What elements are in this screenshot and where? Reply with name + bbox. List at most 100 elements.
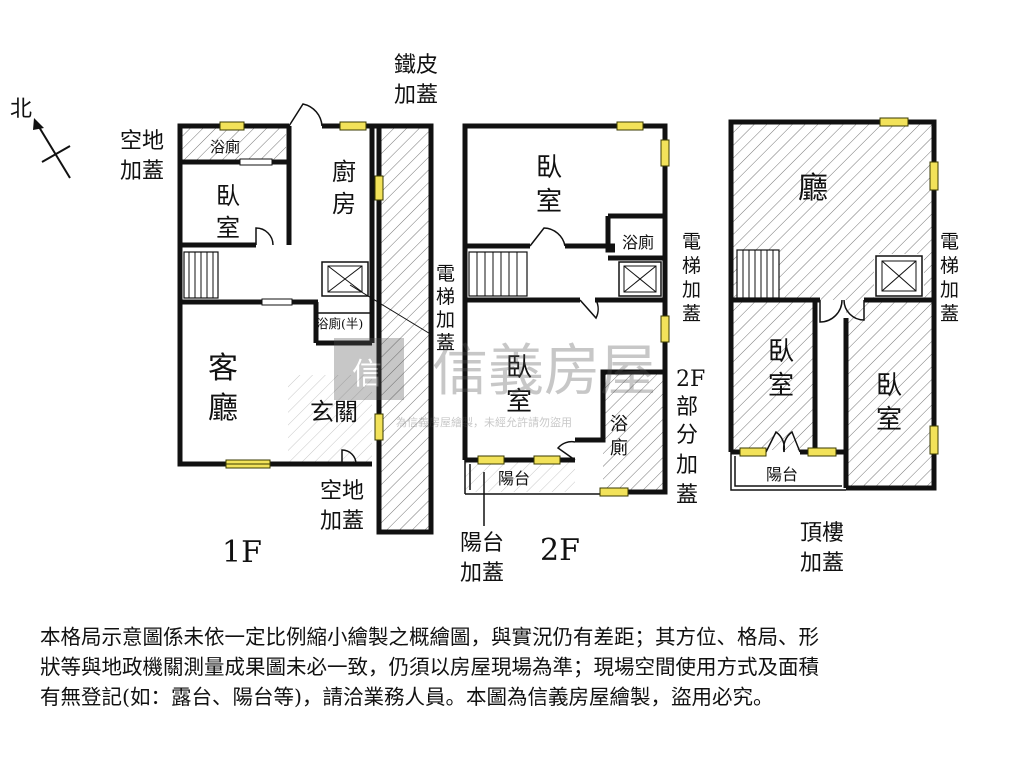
roof-bedroom-left-label-2: 室 <box>768 371 794 401</box>
disclaimer-line-1: 本格局示意圖係未依一定比例縮小繪製之概繪圖，與實況仍有差距；其方位、格局、形 <box>40 625 819 649</box>
floor-1-elevator-label-4: 蓋 <box>436 332 455 354</box>
floor-2-bedroom-mid-label-2: 室 <box>506 387 532 417</box>
roof-balcony-rail-inner <box>734 456 842 487</box>
floor-1-bath-hatch <box>180 126 286 160</box>
roof-stair-cutout <box>737 250 779 298</box>
floor-1-elevator <box>321 261 433 336</box>
floor-2-partial-label-3: 分 <box>676 423 698 448</box>
floor-1-living-label: 客 <box>208 351 238 386</box>
floor-plan-drawing: 北 <box>10 53 959 586</box>
floor-1-plan: 空地 加蓋 浴廁 臥 室 廚 房 鐵皮 加蓋 電 梯 加 蓋 浴廁(半) 客 廳… <box>120 53 455 570</box>
floor-1-bedroom-label-2: 室 <box>216 214 240 242</box>
floor-1-bath-sliding-door <box>239 158 273 166</box>
floor-2-bath-lower-label-2: 廁 <box>610 437 628 459</box>
floor-1-yard-bottom-label-2: 加蓋 <box>320 509 364 534</box>
roof-caption-2: 加蓋 <box>800 551 844 576</box>
floor-2-partial-label-2: 部 <box>676 395 698 420</box>
floor-1-living-sliding-door <box>261 298 293 306</box>
compass-crossbar <box>41 145 71 163</box>
floor-2-balcony-addition-label-2: 加蓋 <box>460 561 504 586</box>
compass-label: 北 <box>10 97 32 122</box>
floor-2-outer-wall <box>462 123 668 460</box>
north-compass: 北 <box>10 97 71 179</box>
floor-2-caption: 2F <box>540 533 580 568</box>
roof-bedroom-right-label: 臥 <box>876 371 902 401</box>
floor-1-foyer-label: 玄關 <box>310 398 358 426</box>
watermark-logo <box>334 338 404 400</box>
floor-1-kitchen-label-2: 房 <box>332 190 356 218</box>
floor-2-elevator-label-2: 梯 <box>682 255 701 277</box>
roof-bedroom-right-label-2: 室 <box>876 405 902 435</box>
roof-elevator-label-4: 蓋 <box>940 303 959 325</box>
roof-caption: 頂樓 <box>800 521 844 546</box>
roof-balcony-door-right <box>782 430 801 453</box>
floor-1-iron-label-2: 加蓋 <box>394 83 438 108</box>
roof-elevator-label: 電 <box>940 231 959 253</box>
disclaimer-line-3: 有無登記(如：露台、陽台等)，請洽業務人員。本圖為信義房屋繪製，盜用必究。 <box>40 685 774 709</box>
roof-bedroom-left-door <box>819 299 843 323</box>
floor-2-balcony-addition-label: 陽台 <box>460 531 504 556</box>
roof-outer-wall <box>728 119 937 491</box>
roof-windows <box>739 117 939 457</box>
compass-arrow-icon <box>33 118 44 130</box>
floor-2-balcony-door <box>556 440 576 461</box>
floor-2-elevator-label-4: 蓋 <box>682 303 701 325</box>
floor-1-living-label-2: 廳 <box>208 391 238 426</box>
floor-2-bedroom-top-label: 臥 <box>536 153 562 183</box>
floor-2-bath-lower-label: 浴 <box>610 414 628 435</box>
floor-1-foyer-hatch <box>288 375 372 463</box>
watermark-logo-glyph: 信 <box>352 357 382 392</box>
floor-1-half-bath-label: 浴廁(半) <box>316 316 363 331</box>
floor-2-hall-door <box>579 299 599 320</box>
floor-2-plan: 臥 室 浴廁 電 梯 加 蓋 臥 室 浴 廁 陽台 2F 部 分 加 蓋 陽台 … <box>460 121 705 586</box>
watermark: 信 信義房屋 為信義房屋繪製，未經允許請勿盜用 <box>334 338 656 429</box>
roof-bedroom-left-hatch <box>731 300 815 450</box>
roof-bedroom-right-door <box>843 299 865 321</box>
floor-2-bath-hatch <box>603 372 665 492</box>
roof-elevator-label-2: 梯 <box>940 255 959 277</box>
watermark-brand: 信義房屋 <box>432 339 656 404</box>
roof-balcony-label: 陽台 <box>766 465 798 484</box>
roof-bedroom-left-label: 臥 <box>768 337 794 367</box>
floor-2-elevator <box>618 261 662 297</box>
compass-needle <box>35 121 71 179</box>
floor-2-partial-label-5: 蓋 <box>676 483 698 508</box>
floor-1-iron-label: 鐵皮 <box>394 53 438 78</box>
floor-1-elevator-label: 電 <box>436 263 455 285</box>
floor-1-elevator-label-3: 加 <box>436 309 455 331</box>
floor-1-elevator-label-2: 梯 <box>436 286 455 308</box>
floor-2-partial-label-4: 加 <box>676 453 698 478</box>
floor-1-caption: 1F <box>222 535 262 570</box>
floor-2-windows <box>477 121 670 497</box>
floor-1-back-door <box>288 103 323 127</box>
disclaimer-line-2: 狀等與地政機關測量成果圖未必一致，仍須以房屋現場為準；現場空間使用方式及面積 <box>40 655 819 679</box>
roof-elevator <box>875 255 923 297</box>
floor-2-bedroom-top-label-2: 室 <box>536 187 562 217</box>
floor-2-stairs <box>468 251 528 297</box>
roof-bedroom-right-hatch <box>846 300 934 486</box>
floor-1-bedroom-label: 臥 <box>216 182 240 210</box>
floor-1-iron-sheet-hatch <box>379 126 431 532</box>
floor-2-elevator-label-3: 加 <box>682 279 701 301</box>
roof-balcony-rail <box>730 452 846 491</box>
floor-1-kitchen-label: 廚 <box>332 158 356 186</box>
floor-1-stairs <box>183 251 219 299</box>
floor-2-bedroom-door <box>529 227 566 247</box>
disclaimer-text: 本格局示意圖係未依一定比例縮小繪製之概繪圖，與實況仍有差距；其方位、格局、形 狀… <box>40 622 1000 712</box>
floor-2-bath-wall <box>575 369 668 495</box>
watermark-notice: 為信義房屋繪製，未經允許請勿盜用 <box>396 415 572 429</box>
floor-1-bath-label: 浴廁 <box>210 138 240 156</box>
floor-2-partial-label: 2F <box>676 367 705 392</box>
floor-1-yard-top-label-2: 加蓋 <box>120 159 164 184</box>
floor-roof-plan: 廳 臥 室 臥 室 陽台 電 梯 加 蓋 頂樓 加蓋 <box>728 117 959 576</box>
floor-1-entry-door <box>341 449 357 465</box>
floor-2-balcony-label: 陽台 <box>498 469 530 488</box>
roof-elevator-label-3: 加 <box>940 279 959 301</box>
floor-1-yard-top-label: 空地 <box>120 129 164 154</box>
floor-2-elevator-label: 電 <box>682 231 701 253</box>
roof-hall-label: 廳 <box>798 171 828 206</box>
roof-stairs <box>736 249 780 299</box>
floor-2-bath-partition <box>605 216 615 253</box>
floor-2-bath-top-label: 浴廁 <box>622 233 654 252</box>
floor-1-yard-bottom-label: 空地 <box>320 479 364 504</box>
